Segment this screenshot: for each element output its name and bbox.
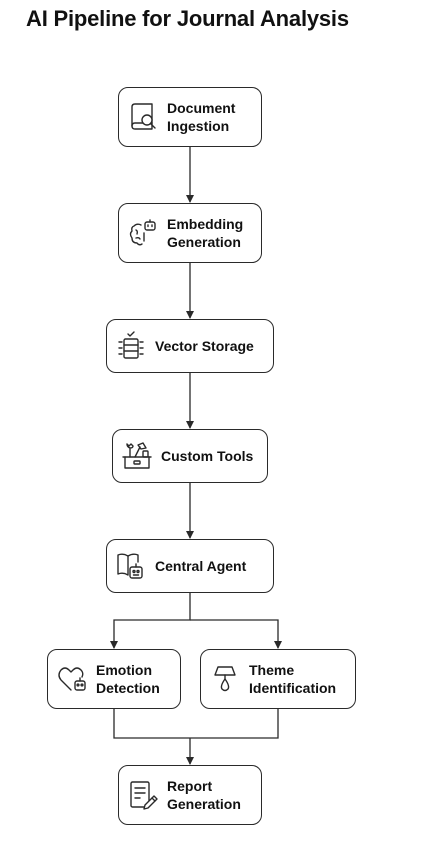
arrow-agent-to-emotion xyxy=(110,593,191,649)
node-label: Theme Identification xyxy=(249,662,337,696)
heart-robot-icon xyxy=(56,663,88,695)
node-label: Vector Storage xyxy=(155,338,254,354)
node-label: Embedding Generation xyxy=(167,216,244,250)
book-search-icon xyxy=(127,101,159,133)
node-label: Emotion Detection xyxy=(96,662,160,696)
lamp-icon xyxy=(209,663,241,695)
diagram-title: AI Pipeline for Journal Analysis xyxy=(26,6,349,31)
node-label: Report Generation xyxy=(167,778,241,812)
node-custom-tools: Custom Tools xyxy=(112,429,268,483)
node-central-agent: Central Agent xyxy=(106,539,274,593)
node-embedding-generation: Embedding Generation xyxy=(118,203,262,263)
merge-emotion-theme xyxy=(113,709,279,739)
toolbox-icon xyxy=(121,440,153,472)
node-label: Central Agent xyxy=(155,558,247,574)
node-report-generation: Report Generation xyxy=(118,765,262,825)
brain-robot-icon xyxy=(127,217,159,249)
database-check-icon xyxy=(115,330,147,362)
node-emotion-detection: Emotion Detection xyxy=(47,649,181,709)
node-document-ingestion: Document Ingestion xyxy=(118,87,262,147)
node-label: Custom Tools xyxy=(161,448,254,464)
node-vector-storage: Vector Storage xyxy=(106,319,274,373)
node-theme-identification: Theme Identification xyxy=(200,649,356,709)
report-pencil-icon xyxy=(127,779,159,811)
book-robot-icon xyxy=(115,550,147,582)
node-label: Document Ingestion xyxy=(167,100,236,134)
arrow-agent-to-theme xyxy=(190,619,282,649)
